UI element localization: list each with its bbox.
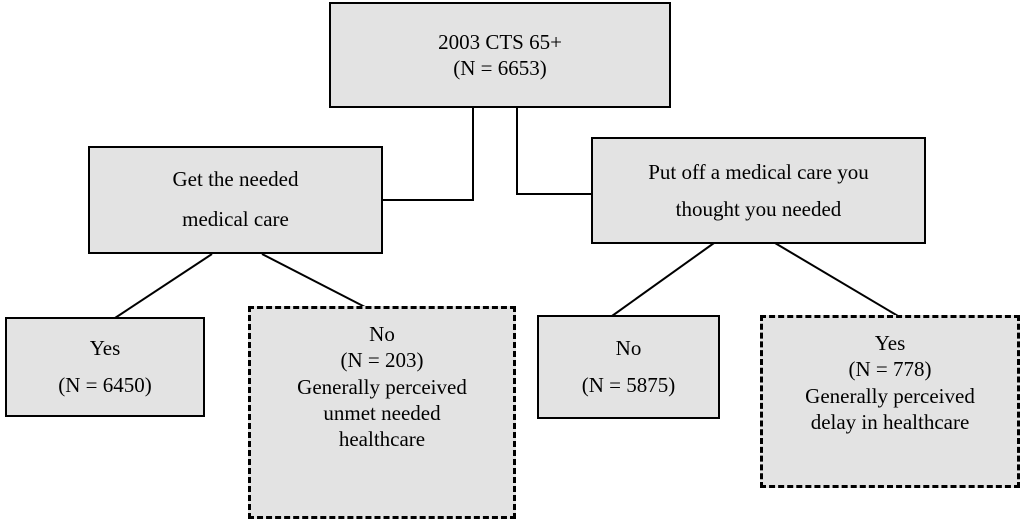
left-no-desc-3: healthcare: [338, 427, 426, 451]
right-yes-desc-2: delay in healthcare: [810, 409, 970, 434]
root-count: (N = 6653): [453, 56, 547, 80]
root-to-right-connector: [516, 106, 592, 195]
root-node: 2003 CTS 65+ (N = 6653): [329, 2, 671, 108]
left-to-yes-connector: [114, 253, 213, 319]
left-no-desc-1: Generally perceived: [297, 374, 467, 399]
left-yes-node: Yes (N = 6450): [5, 317, 205, 417]
left-question-node: Get the needed medical care: [88, 146, 383, 254]
left-no-node: No (N = 203) Generally perceived unmet n…: [248, 306, 516, 519]
left-no-label: No: [369, 322, 395, 346]
right-to-yes-connector: [774, 242, 899, 317]
right-no-count: (N = 5875): [581, 373, 676, 397]
right-no-node: No (N = 5875): [537, 315, 720, 419]
left-question-line1: Get the needed: [172, 167, 299, 192]
left-yes-label: Yes: [89, 336, 121, 361]
root-to-left-connector: [383, 106, 474, 201]
right-yes-count: (N = 778): [848, 357, 932, 382]
left-question-line2: medical care: [182, 207, 289, 231]
right-question-node: Put off a medical care you thought you n…: [591, 137, 926, 244]
right-yes-node: Yes (N = 778) Generally perceived delay …: [760, 315, 1020, 488]
root-title: 2003 CTS 65+: [438, 29, 562, 54]
left-no-count: (N = 203): [340, 348, 424, 373]
right-question-line1: Put off a medical care you: [648, 159, 869, 184]
left-no-desc-2: unmet needed: [323, 400, 441, 425]
left-yes-count: (N = 6450): [58, 373, 152, 397]
right-to-no-connector: [611, 242, 715, 317]
right-question-line2: thought you needed: [675, 196, 842, 221]
left-to-no-connector: [261, 253, 366, 308]
right-no-label: No: [615, 336, 642, 361]
right-yes-desc-1: Generally perceived: [805, 383, 975, 408]
right-yes-label: Yes: [874, 331, 906, 355]
